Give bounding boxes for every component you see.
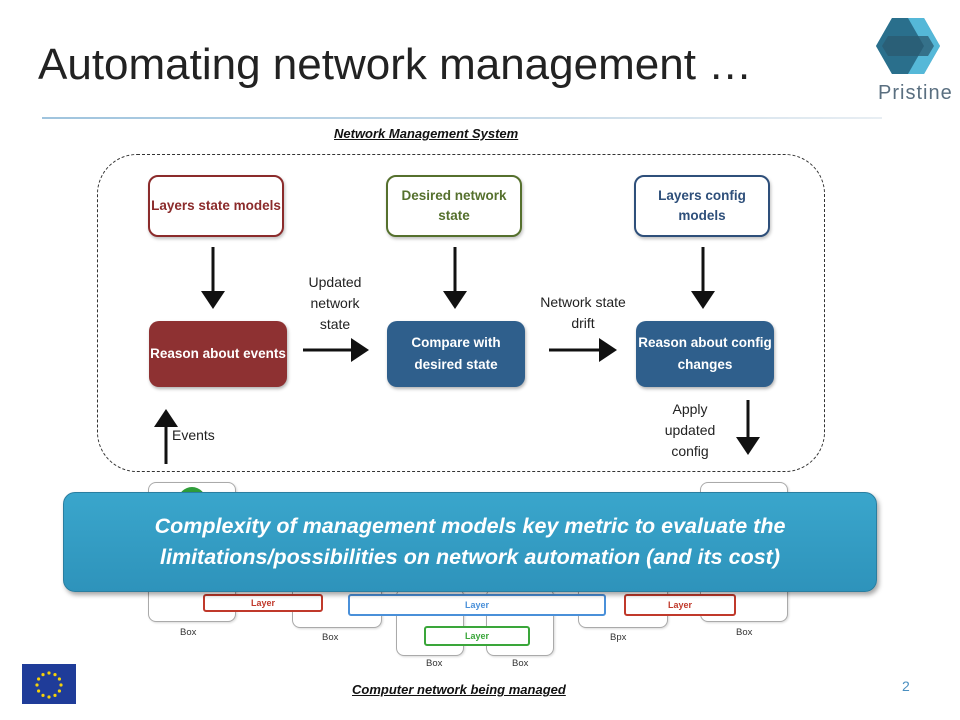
- reason-about-config-changes-box: Reason about config changes: [636, 321, 774, 387]
- layer-bar-red-right: Layer: [624, 594, 736, 616]
- pristine-logo: Pristine: [868, 14, 956, 110]
- box-label: Box: [322, 632, 339, 643]
- box-label: Bpx: [610, 632, 627, 643]
- nms-boundary: [97, 154, 825, 472]
- layer-bar-green: Layer: [424, 626, 530, 646]
- layers-config-models-box: Layers config models: [634, 175, 770, 237]
- apply-updated-config-label: Apply updated config: [664, 401, 716, 459]
- page-number: 2: [902, 678, 910, 694]
- updated-network-state-label: Updated network state: [308, 274, 362, 332]
- compare-with-desired-state-box: Compare with desired state: [387, 321, 525, 387]
- reason-about-config-changes-label: Reason about config changes: [638, 335, 772, 372]
- box-label: Box: [736, 627, 753, 638]
- layers-state-models-label: Layers state models: [151, 198, 281, 214]
- pristine-hexagon-icon: [876, 18, 940, 74]
- box-label: Box: [426, 658, 443, 669]
- title-underline: [42, 117, 882, 119]
- layer-bar-blue: Layer: [348, 594, 606, 616]
- reason-about-events-box: Reason about events: [149, 321, 287, 387]
- desired-network-state-box: Desired network state: [386, 175, 522, 237]
- reason-about-events-label: Reason about events: [150, 346, 286, 362]
- events-label: Events: [172, 427, 215, 443]
- layer-bar-red-left: Layer: [203, 594, 323, 612]
- nms-label: Network Management System: [334, 126, 519, 141]
- network-state-drift-label: Network state drift: [540, 294, 626, 331]
- desired-network-state-label: Desired network state: [401, 188, 507, 223]
- eu-flag-icon: [22, 664, 76, 704]
- callout-text: Complexity of management models key metr…: [154, 513, 786, 569]
- box-label: Box: [512, 658, 529, 669]
- complexity-callout: Complexity of management models key metr…: [63, 492, 877, 592]
- compare-with-desired-state-label: Compare with desired state: [411, 335, 501, 372]
- box-label: Box: [180, 627, 197, 638]
- layers-config-models-label: Layers config models: [658, 188, 746, 223]
- layers-state-models-box: Layers state models: [148, 175, 284, 237]
- network-label: Computer network being managed: [352, 682, 566, 697]
- slide-title: Automating network management …: [38, 40, 753, 89]
- logo-text: Pristine: [878, 82, 953, 104]
